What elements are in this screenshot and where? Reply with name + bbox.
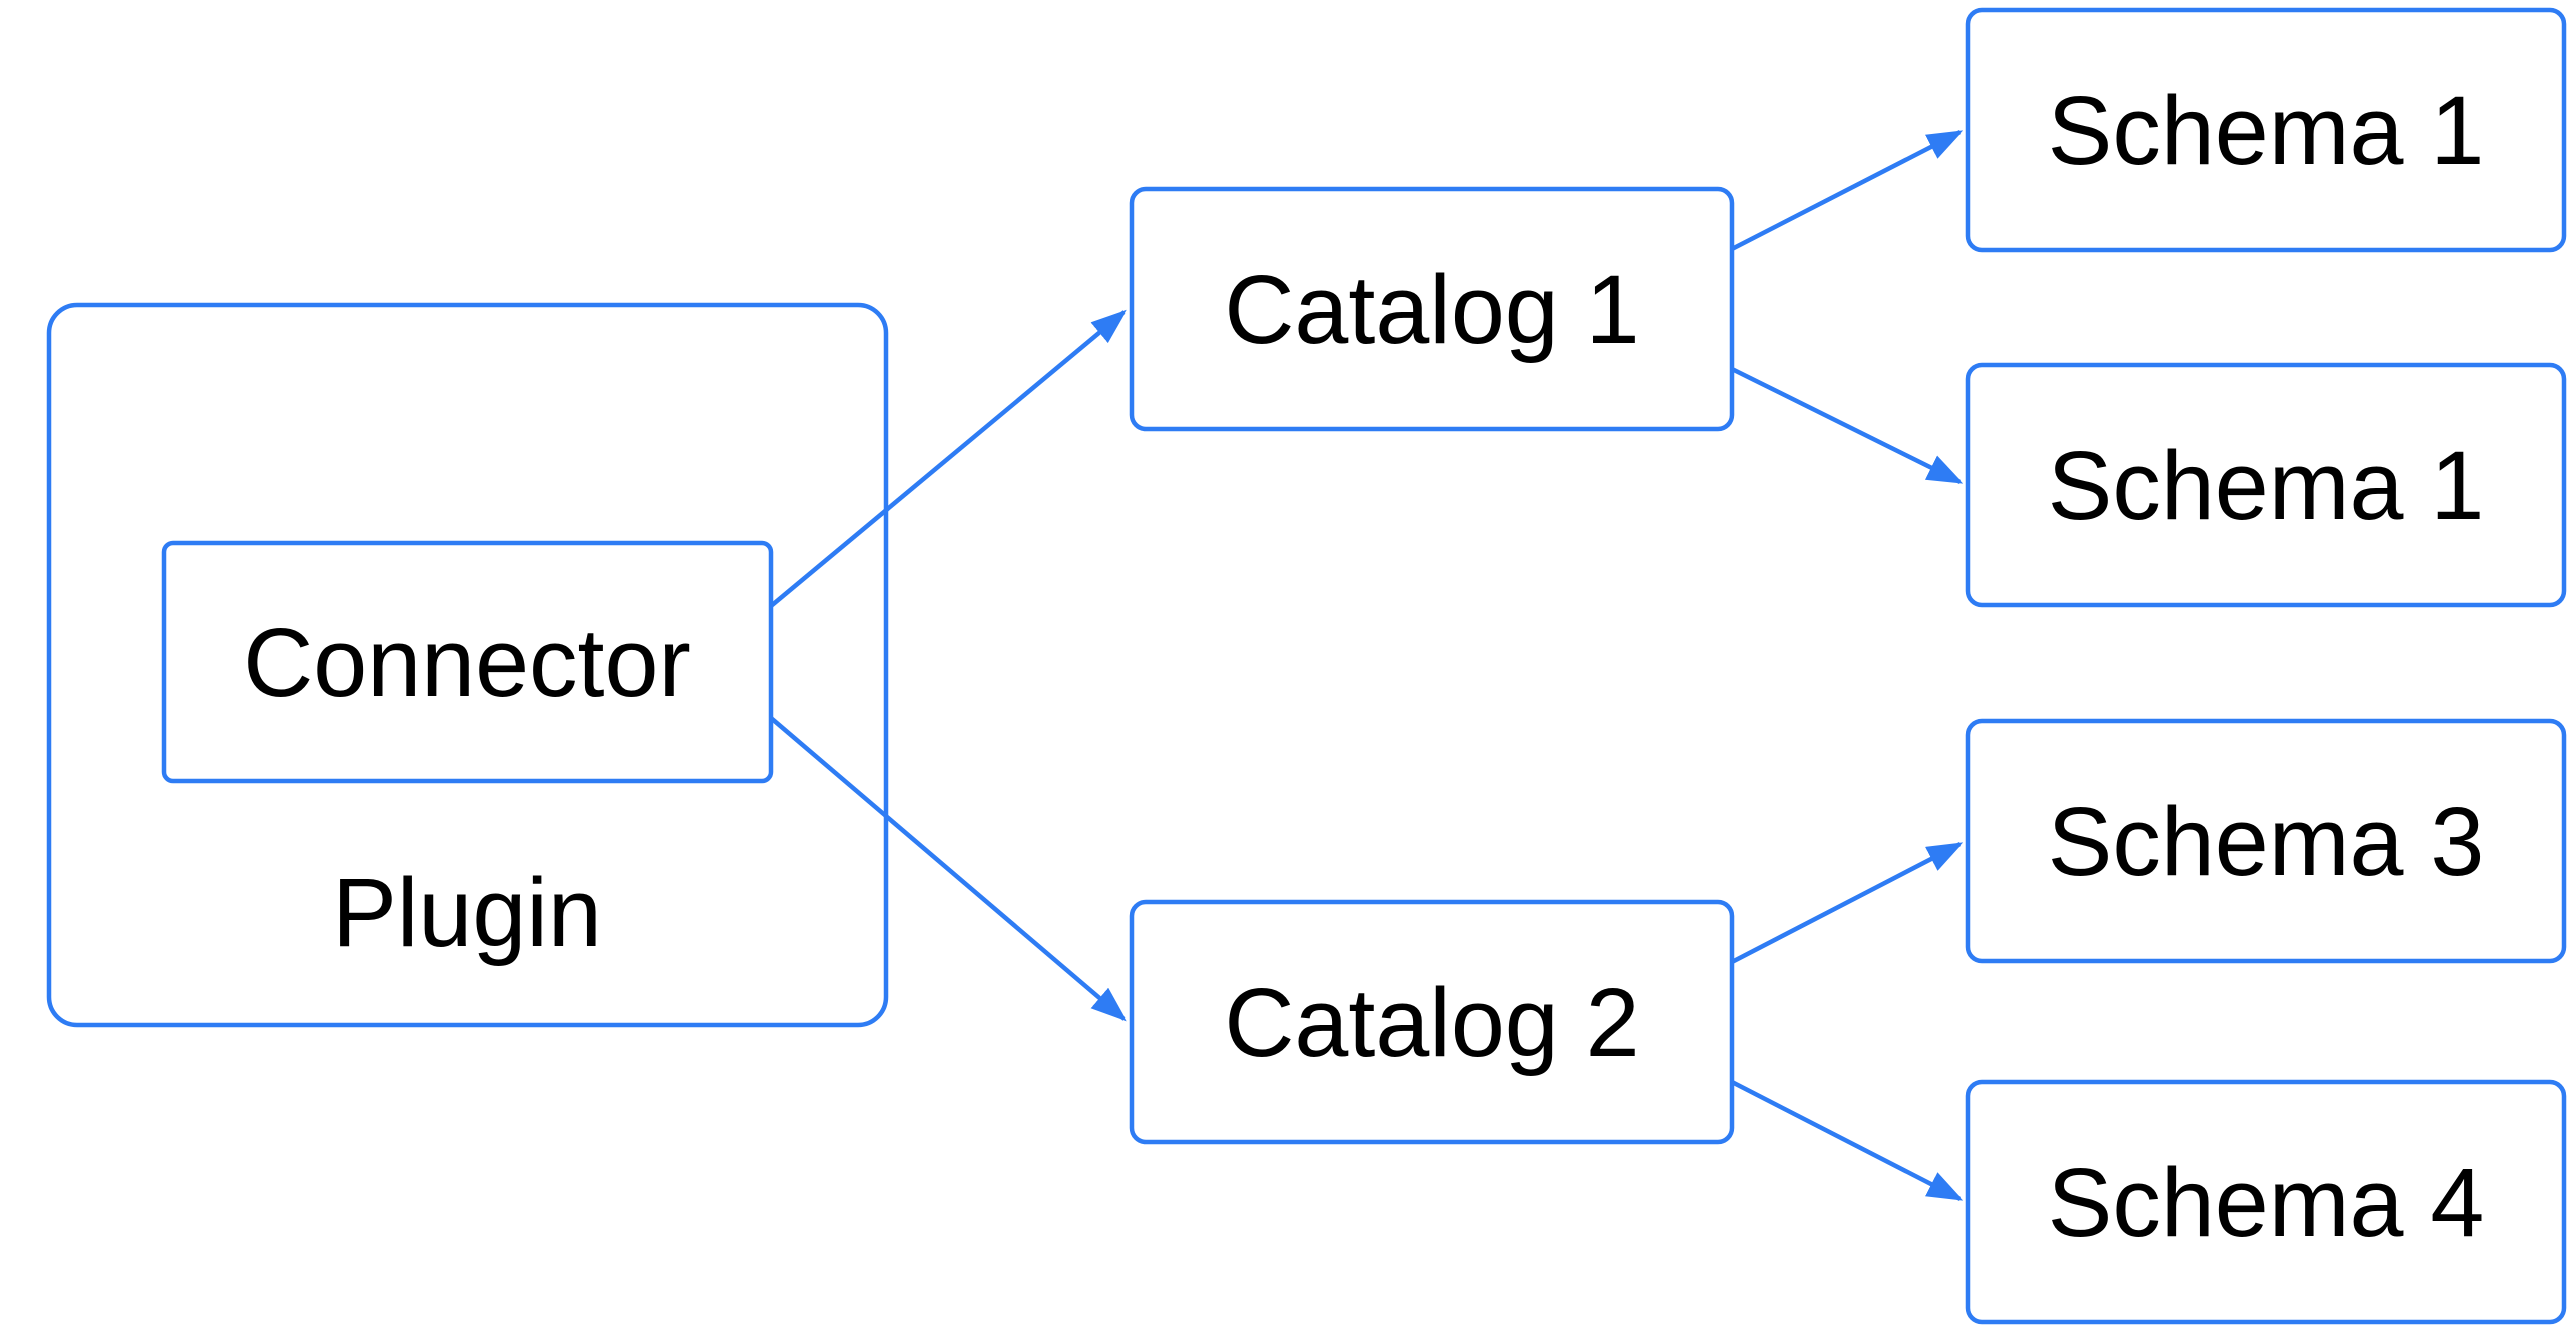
node-catalog-2 [1129, 899, 1735, 1145]
node-schema-3 [1965, 718, 2567, 964]
node-connector [161, 540, 774, 784]
catalog2-label: Catalog 2 [1224, 968, 1639, 1077]
schema3-label: Schema 3 [2048, 787, 2485, 896]
connector-label: Connector [243, 608, 691, 717]
edge-connector-to-catalog1 [769, 309, 1127, 608]
schema1a-label: Schema 1 [2048, 76, 2485, 185]
edge-catalog1-to-schema1a [1730, 129, 1964, 252]
edge-catalog2-to-schema4 [1730, 1079, 1964, 1202]
edge-catalog2-to-schema3 [1730, 842, 1964, 964]
edge-connector-to-catalog2 [769, 716, 1127, 1022]
node-schema-1a [1965, 7, 2567, 253]
node-schema-4 [1965, 1079, 2567, 1325]
node-schema-1b [1965, 362, 2567, 608]
schema1b-label: Schema 1 [2048, 431, 2485, 540]
plugin-label: Plugin [332, 858, 602, 967]
edge-catalog1-to-schema1b [1731, 366, 1964, 485]
node-catalog-1 [1129, 186, 1735, 432]
schema4-label: Schema 4 [2048, 1148, 2485, 1257]
catalog1-label: Catalog 1 [1224, 255, 1639, 364]
